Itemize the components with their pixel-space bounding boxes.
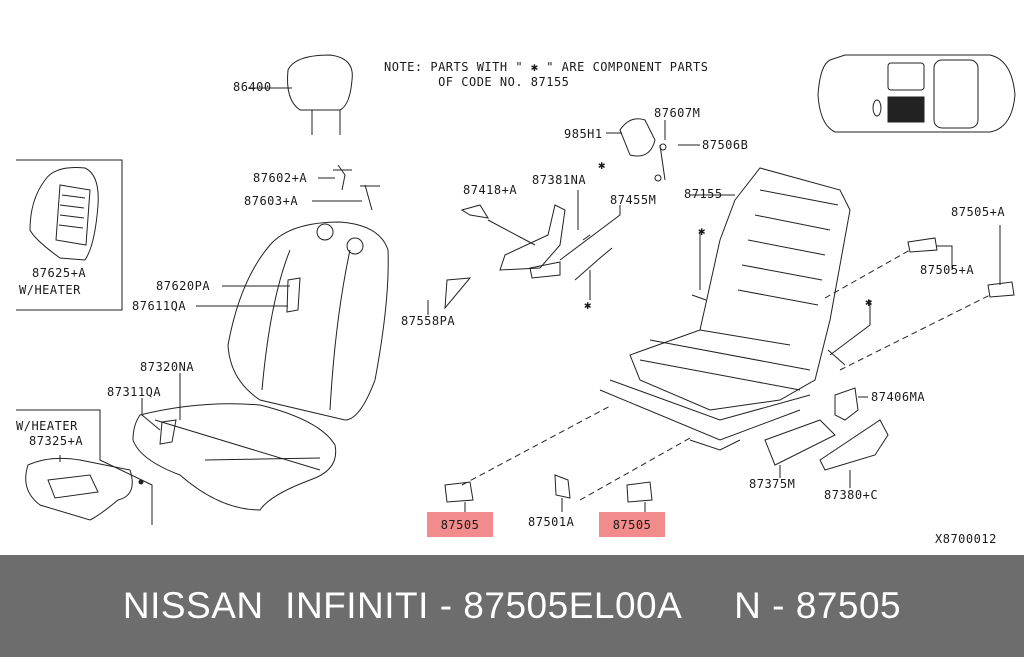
part-label-87501: 87501A xyxy=(528,515,575,529)
car-location-icon xyxy=(817,54,1016,133)
highlighted-part-87505-left[interactable]: 87505 xyxy=(427,512,493,537)
note-line-1: NOTE: PARTS WITH " ✱ " ARE COMPONENT PAR… xyxy=(384,60,709,74)
part-label-87380: 87380+C xyxy=(824,488,879,502)
component-star-3: ✱ xyxy=(698,224,706,238)
part-label-87455: 87455M xyxy=(610,193,657,207)
part-label-87602: 87602+A xyxy=(253,171,308,185)
diagram-note: NOTE: PARTS WITH " ✱ " ARE COMPONENT PAR… xyxy=(384,60,708,90)
part-number-banner: NISSAN INFINITI - 87505EL00A N - 87505 xyxy=(0,555,1024,657)
part-label-87311: 87311QA xyxy=(107,385,162,399)
note-line-2: OF CODE NO. 87155 xyxy=(438,75,570,89)
part-label-86400: 86400 xyxy=(233,80,272,94)
part-number-text: NISSAN INFINITI - 87505EL00A N - 87505 xyxy=(122,585,902,626)
diagram-code: X8700012 xyxy=(935,532,997,546)
part-label-87620: 87620PA xyxy=(156,279,211,293)
part-label-87603: 87603+A xyxy=(244,194,299,208)
component-star-1: ✱ xyxy=(598,158,606,172)
part-label-87505a-lower: 87505+A xyxy=(920,263,975,277)
highlighted-part-87505-right[interactable]: 87505 xyxy=(599,512,665,537)
part-label-87506: 87506B xyxy=(702,138,749,152)
part-label-87381: 87381NA xyxy=(532,173,587,187)
component-star-4: ✱ xyxy=(865,295,873,309)
part-label-87607: 87607M xyxy=(654,106,701,120)
part-label-87375: 87375M xyxy=(749,477,796,491)
part-label-87325: 87325+A xyxy=(29,434,84,448)
part-label-87418: 87418+A xyxy=(463,183,518,197)
seat-exploded-drawing xyxy=(16,54,1016,525)
part-label-87320: 87320NA xyxy=(140,360,195,374)
part-label-87406: 87406MA xyxy=(871,390,926,404)
part-label-87611: 87611QA xyxy=(132,299,187,313)
part-label-87155: 87155 xyxy=(684,187,723,201)
heater-note: W/HEATER xyxy=(19,283,81,297)
part-label-985h1: 985H1 xyxy=(564,127,603,141)
component-star-2: ✱ xyxy=(584,298,592,312)
part-label-87558: 87558PA xyxy=(401,314,456,328)
heater-note-2: W/HEATER xyxy=(16,419,78,433)
parts-diagram: NOTE: PARTS WITH " ✱ " ARE COMPONENT PAR… xyxy=(16,54,1016,546)
part-label-87505a-upper: 87505+A xyxy=(951,205,1006,219)
part-label-87625: 87625+A xyxy=(32,266,87,280)
